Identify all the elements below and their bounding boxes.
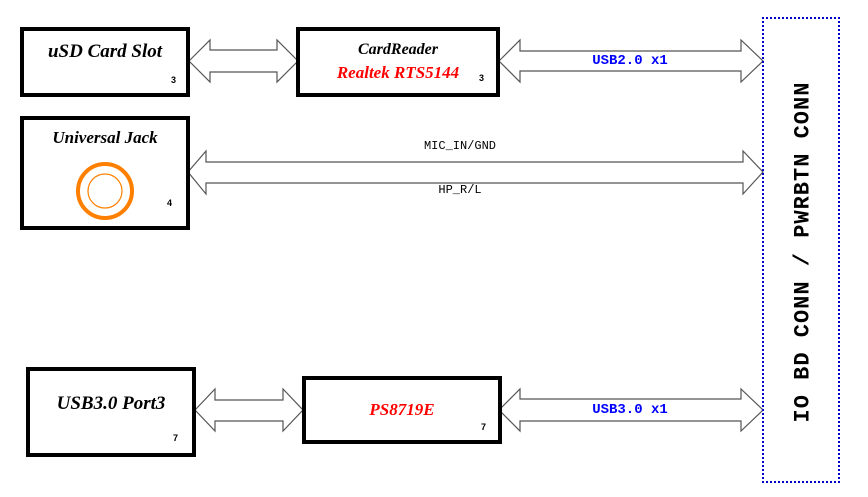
page-ref: 7 [480,422,486,432]
audio-jack-icon [76,162,134,220]
hp-r-l-label: HP_R/L [438,183,482,197]
page-ref: 7 [172,433,178,443]
ps8719e-block: PS8719E 7 [302,376,502,444]
card-reader-chip: Realtek RTS5144 [336,63,460,82]
usb2-bus-label: USB2.0 x1 [592,53,668,69]
usb3-port3-title: USB3.0 Port3 [56,393,166,414]
page-ref: 3 [478,73,484,83]
page-ref: 3 [170,75,176,85]
universal-jack-block: Universal Jack 4 [20,116,190,230]
bidirectional-arrow-usb3port-ps8719e [194,387,304,433]
ps8719e-chip: PS8719E [369,400,435,419]
card-reader-title: CardReader [358,41,438,58]
usb3-bus-label: USB3.0 x1 [592,402,668,418]
io-board-connector: IO BD CONN / PWRBTN CONN [762,17,840,483]
page-ref: 4 [166,198,172,208]
mic-in-gnd-label: MIC_IN/GND [423,139,496,153]
usd-card-slot-block: uSD Card Slot 3 [20,27,190,97]
usd-card-slot-title: uSD Card Slot [47,41,163,62]
bidirectional-arrow-usd-cardreader [188,38,299,84]
card-reader-block: CardReader Realtek RTS5144 3 [296,27,500,97]
universal-jack-title: Universal Jack [52,128,158,147]
usb3-port3-block: USB3.0 Port3 7 [26,367,196,457]
connector-label: IO BD CONN / PWRBTN CONN [790,81,816,423]
